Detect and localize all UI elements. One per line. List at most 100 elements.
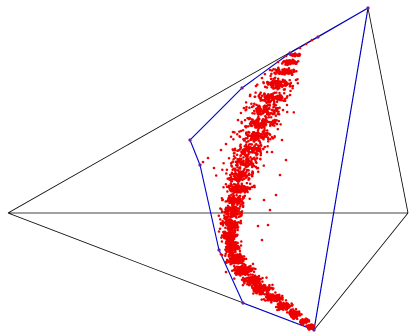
data-point-88: [294, 61, 298, 65]
data-point-1214: [234, 183, 238, 187]
data-point-780: [250, 135, 254, 138]
data-point-297: [274, 85, 278, 88]
hull-vertex-7: [217, 248, 221, 252]
data-point-1450: [232, 207, 236, 210]
data-point-2715: [290, 302, 293, 305]
data-point-1388: [226, 204, 230, 208]
data-point-1249: [235, 191, 239, 194]
data-point-761: [266, 140, 270, 143]
data-point-769: [255, 134, 258, 137]
data-point-537: [260, 109, 264, 113]
data-point-891: [256, 149, 259, 152]
data-point-322: [272, 100, 276, 103]
data-point-1003: [238, 157, 241, 160]
data-point-2200: [251, 273, 254, 277]
data-point-3032: [266, 294, 270, 298]
data-point-1341: [227, 197, 230, 201]
data-point-1337: [240, 200, 244, 203]
data-point-2922: [307, 320, 311, 323]
data-point-1982: [236, 253, 239, 256]
data-point-274: [269, 83, 273, 87]
data-point-1007: [245, 165, 248, 168]
data-point-2844: [297, 313, 300, 317]
data-point-1130: [229, 177, 232, 181]
data-point-542: [276, 110, 279, 113]
data-point-39: [298, 53, 302, 56]
data-point-3026: [288, 93, 292, 97]
data-point-2344: [253, 278, 256, 282]
data-point-714: [238, 130, 241, 133]
data-point-1224: [229, 188, 233, 192]
data-point-1452: [234, 210, 237, 213]
data-point-436: [267, 116, 271, 119]
data-point-2339: [249, 278, 252, 282]
data-point-664: [271, 124, 275, 127]
data-point-1116: [234, 168, 237, 172]
data-point-1987: [242, 255, 246, 258]
data-point-2644: [290, 304, 294, 307]
data-point-1183: [248, 182, 252, 186]
data-point-1118: [245, 170, 248, 174]
data-point-1855: [239, 244, 243, 247]
data-point-410: [278, 94, 281, 98]
data-point-1979: [230, 250, 234, 254]
data-point-718: [232, 138, 235, 141]
data-point-2025: [241, 258, 245, 261]
data-point-2570: [260, 298, 263, 301]
data-point-820: [255, 142, 258, 146]
data-point-2933: [300, 320, 304, 323]
data-point-1120: [236, 175, 240, 179]
data-point-339: [257, 94, 261, 97]
data-point-2835: [298, 311, 301, 315]
data-point-96: [282, 61, 285, 64]
data-point-924: [255, 156, 259, 160]
data-point-1697: [225, 238, 228, 241]
data-point-1069: [221, 168, 224, 172]
data-point-1297: [227, 194, 231, 198]
data-point-1344: [231, 197, 235, 200]
data-point-1474: [229, 215, 232, 219]
data-point-3027: [294, 78, 298, 82]
data-point-888: [245, 147, 248, 150]
data-point-2330: [254, 276, 257, 279]
data-point-1756: [231, 239, 235, 242]
data-point-781: [257, 139, 260, 142]
data-point-819: [263, 145, 267, 149]
data-point-901: [249, 150, 252, 154]
data-point-2843: [292, 311, 296, 314]
data-point-3001: [236, 118, 240, 122]
data-point-1085: [243, 174, 246, 177]
data-point-187: [287, 71, 290, 74]
data-point-597: [246, 125, 250, 128]
data-point-159: [270, 69, 274, 72]
data-point-756: [255, 131, 258, 135]
data-point-533: [267, 107, 270, 110]
data-point-2483: [258, 287, 261, 290]
data-point-1009: [246, 157, 249, 160]
data-point-2840: [289, 309, 292, 313]
data-point-284: [270, 81, 274, 85]
data-point-1012: [238, 159, 242, 162]
data-point-782: [262, 129, 266, 132]
data-point-393: [280, 98, 283, 102]
data-point-1117: [235, 172, 238, 176]
data-point-674: [252, 140, 256, 143]
data-point-998: [242, 159, 245, 162]
data-point-1103: [237, 169, 240, 173]
data-point-2536: [268, 293, 272, 296]
hull-vertex-8: [198, 163, 202, 167]
data-point-2167: [239, 265, 243, 269]
data-point-636: [244, 124, 248, 128]
data-point-2841: [290, 315, 293, 319]
data-point-282: [273, 81, 277, 85]
data-point-952: [250, 165, 254, 169]
data-point-99: [290, 62, 293, 65]
data-point-518: [265, 101, 268, 104]
data-point-2137: [237, 273, 240, 276]
data-point-2033: [238, 258, 241, 262]
data-point-997: [246, 154, 249, 158]
data-point-1331: [238, 197, 241, 200]
point-cloud: [201, 38, 316, 331]
data-point-359: [253, 95, 256, 99]
convex-hull: [189, 7, 369, 331]
